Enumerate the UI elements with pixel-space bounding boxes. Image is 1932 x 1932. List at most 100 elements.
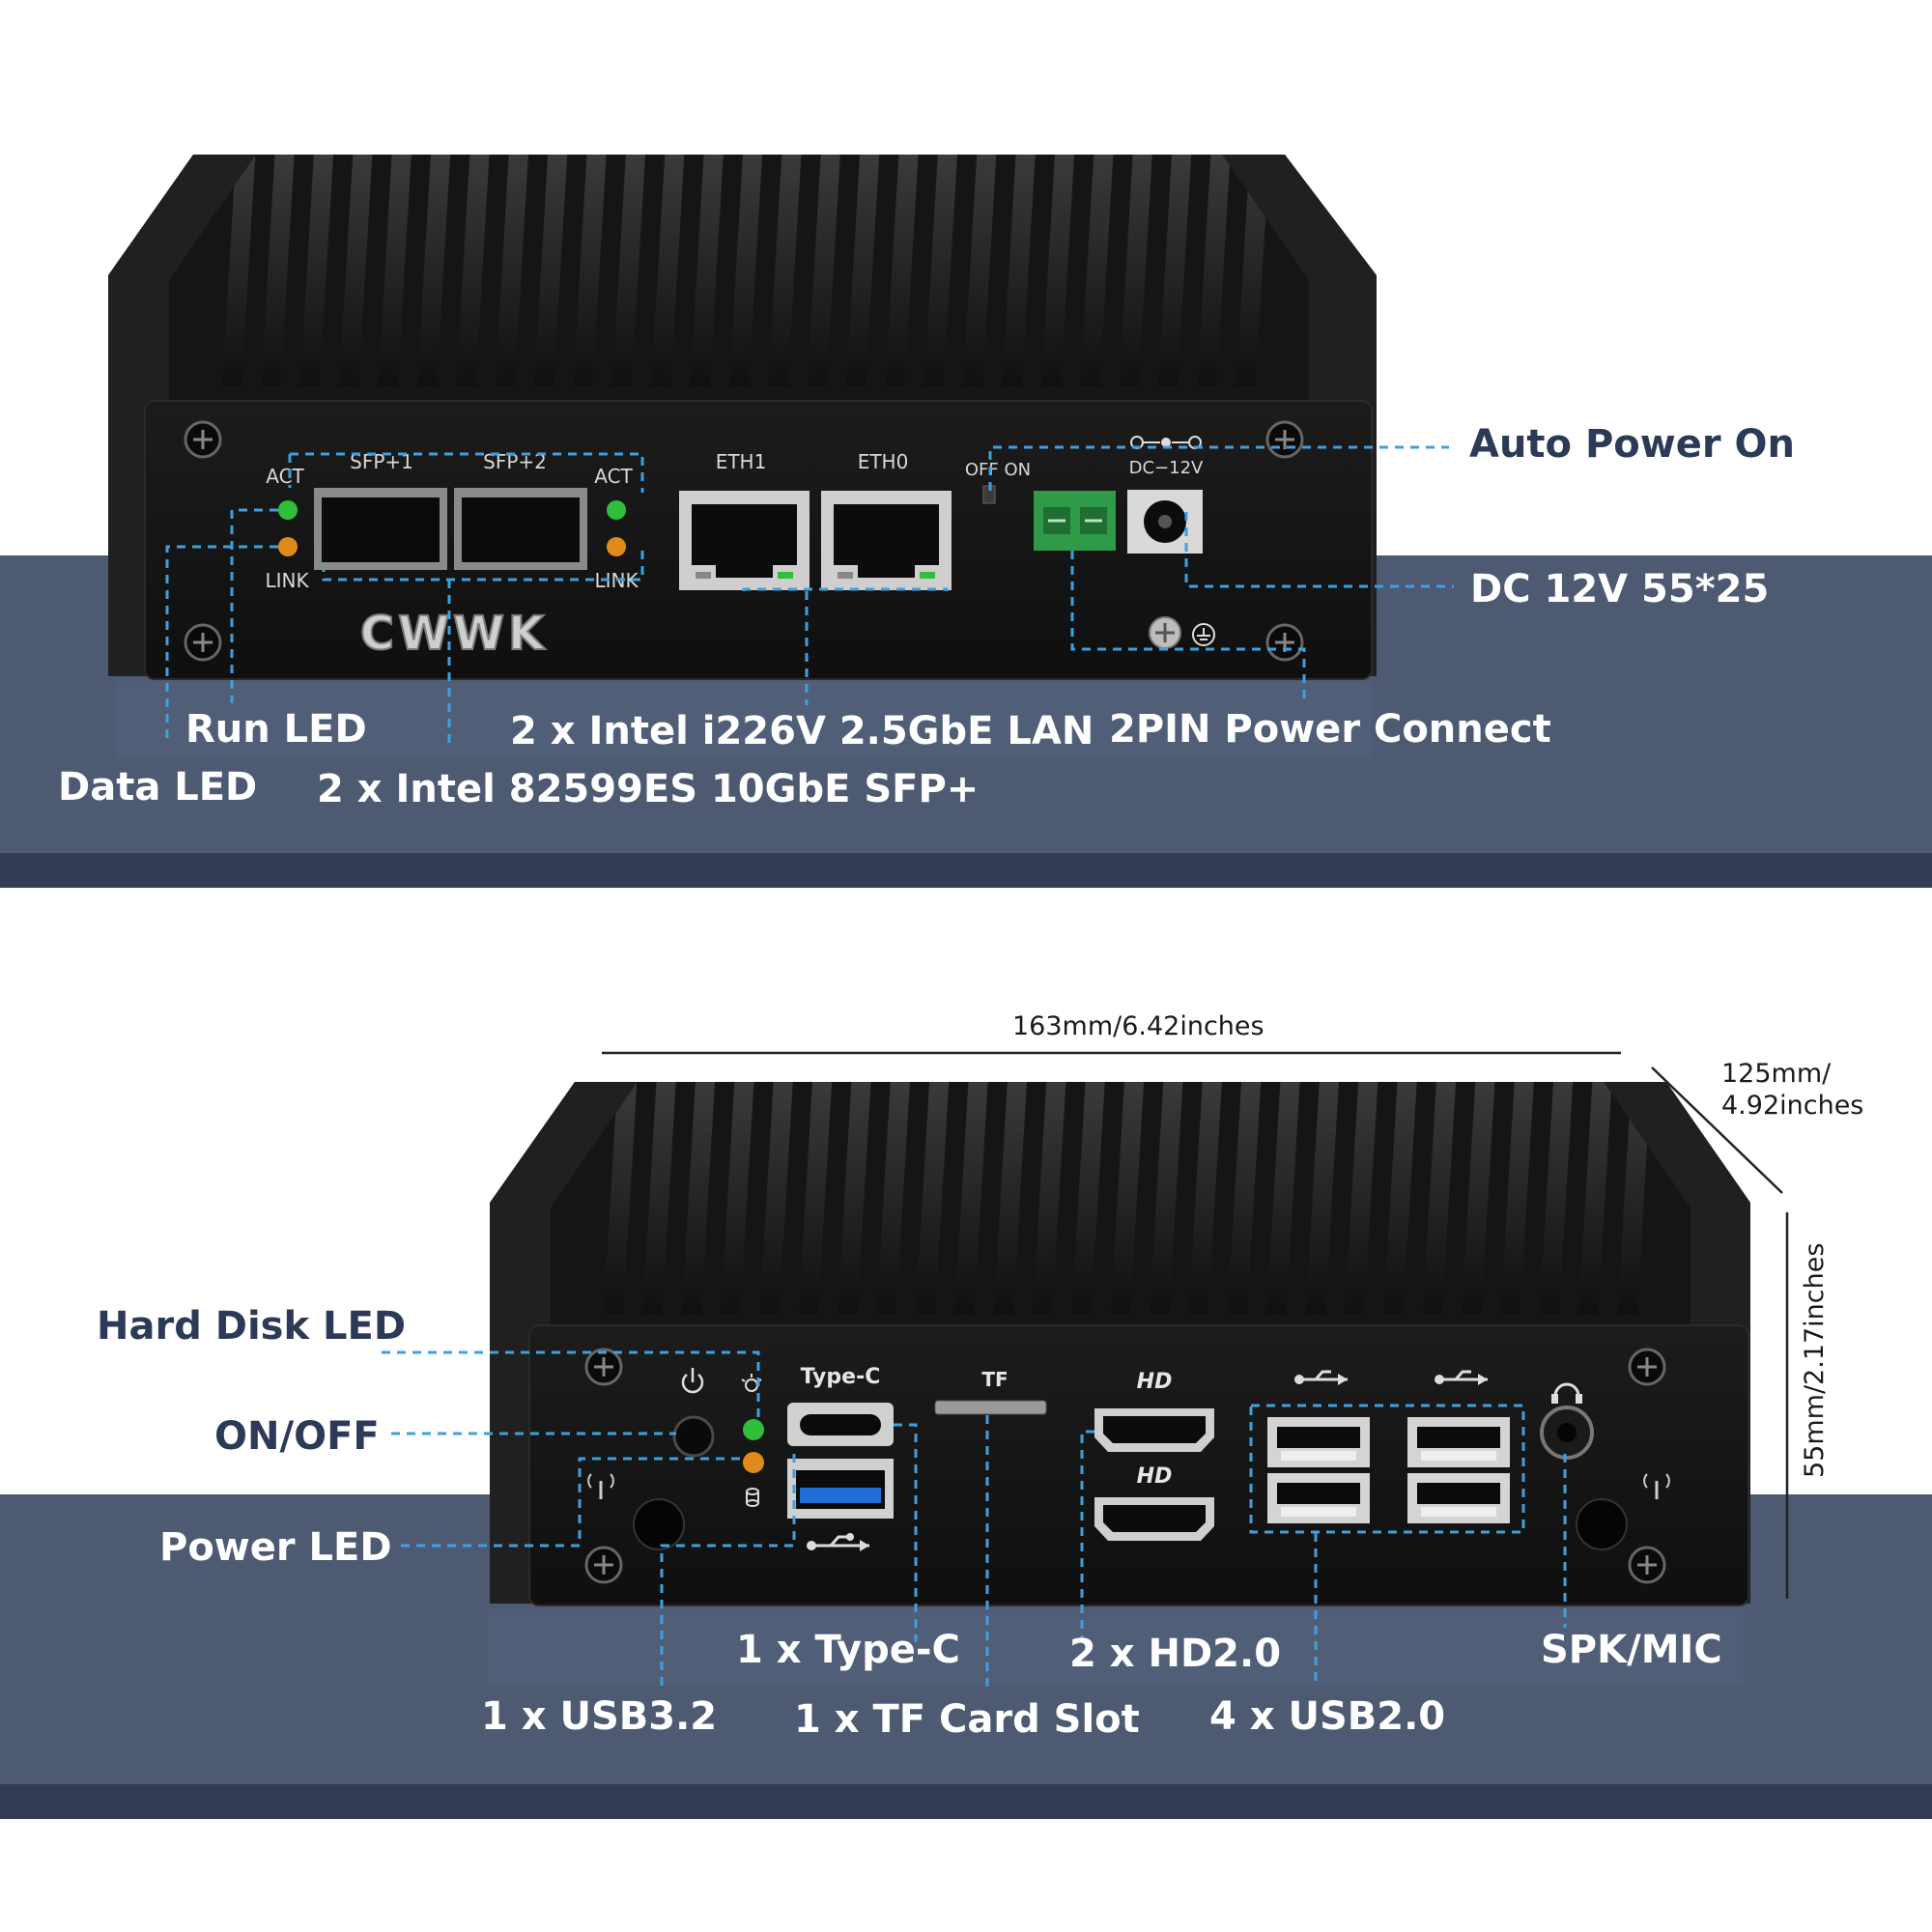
act-led-left [278,500,298,520]
heatsink-fin [495,155,528,386]
usb20-port-2[interactable] [1267,1473,1370,1523]
power-button[interactable] [672,1415,715,1458]
link-led-right [607,537,626,556]
heatsink-fin [1305,1082,1339,1314]
heatsink-fin [1071,1082,1105,1314]
heatsink-fin [807,155,840,386]
sfp-port-2[interactable] [454,488,587,570]
hd-port-1[interactable] [1094,1408,1214,1452]
heatsink-fin [681,1082,716,1314]
heatsink-fin [642,1082,676,1314]
heatsink-fin [533,155,568,386]
heatsink-fin [1080,155,1114,386]
eth0-label: ETH0 [858,450,909,473]
heatsink-fin [339,155,373,386]
ethernet-port-eth1[interactable] [679,491,810,590]
heatsink-fin [759,1082,793,1314]
dimension-width-label: 163mm/6.42inches [1012,1011,1264,1041]
off-on-label: OFF ON [965,460,1031,480]
usb20-port-3[interactable] [1407,1417,1510,1467]
usb20-port-1[interactable] [1267,1417,1370,1467]
link-led-left [278,537,298,556]
screw-icon [1628,1546,1666,1584]
headset-icon [1551,1382,1582,1404]
callout-sfp: 2 x Intel 82599ES 10GbE SFP+ [317,767,980,811]
heatsink-fin [261,155,295,386]
act-led-right [607,500,626,520]
callout-hd: 2 x HD2.0 [1069,1632,1282,1676]
heatsink-fin [378,155,412,386]
heatsink-fin [1345,1082,1378,1314]
type-c-label: Type-C [801,1365,881,1389]
bottom-leader-lines [382,1350,1567,1690]
two-pin-power-terminal[interactable] [1034,491,1116,551]
heatsink-fin [1500,1082,1534,1314]
dimension-lines [602,1051,1789,1599]
callout-data-led: Data LED [58,765,258,810]
heatsink-fin [1236,155,1269,386]
device-bottom: Type-C TF HD HD [488,1082,1750,1686]
heatsink-fins [222,155,1269,386]
heatsink-fin [1539,1082,1574,1314]
depth-dimension-line [1651,1066,1783,1194]
heatsink-fin [721,1082,754,1314]
left-side-block [490,1082,638,1604]
hd-port-2[interactable] [1094,1497,1214,1541]
dimension-depth-label-line2: 4.92inches [1721,1091,1864,1121]
dc-label: DC−12V [1129,458,1204,478]
polarity-icon [1130,436,1202,449]
heatsink-fin [690,155,724,386]
ethernet-port-eth0[interactable] [821,491,952,590]
callout-tf-slot: 1 x TF Card Slot [794,1697,1140,1742]
callout-hard-disk-led: Hard Disk LED [97,1304,407,1349]
heatsink-fin [838,1082,871,1314]
callout-on-off: ON/OFF [214,1414,380,1459]
heatsink-fin [456,155,490,386]
heatsink-fin [651,155,685,386]
heatsink-fin [845,155,880,386]
dimension-depth-label-line1: 125mm/ [1721,1059,1832,1089]
heatsink-fin [1617,1082,1651,1314]
tf-card-slot[interactable] [934,1400,1047,1415]
usb20-port-4[interactable] [1407,1473,1510,1523]
wifi-antenna-icon [1576,1473,1670,1550]
heatsink-fin [1033,1082,1066,1314]
heatsink-fins [604,1082,1651,1314]
callout-power-led: Power LED [159,1525,392,1570]
heatsink-fin [923,155,957,386]
heatsink-fin [611,155,646,386]
heatsink-fin [1462,1082,1495,1314]
callout-usb32: 1 x USB3.2 [481,1694,718,1739]
heatsink-fin [963,155,997,386]
usb-icon [1294,1370,1348,1385]
screw-icon [1628,1348,1666,1386]
sfp-port-1[interactable] [314,488,447,570]
dc-jack[interactable] [1127,490,1203,554]
heatsink-fin [954,1082,988,1314]
hard-disk-led [743,1452,764,1473]
usb-icon [1435,1370,1488,1385]
audio-jack[interactable] [1540,1406,1594,1460]
eth1-label: ETH1 [716,450,767,473]
heatsink-fin [915,1082,950,1314]
heatsink-fin [416,155,451,386]
heatsink-fin [1110,1082,1145,1314]
callout-usb20: 4 x USB2.0 [1209,1694,1446,1739]
heatsink-fin [728,155,763,386]
top-leader-lines [165,445,1454,744]
usb32-port[interactable] [787,1459,894,1519]
heatsink-fin [1157,155,1192,386]
type-c-port[interactable] [787,1403,894,1446]
brand-logo: CWWK [360,607,548,661]
heatsink-fin [299,155,334,386]
heatsink-fin [768,155,802,386]
power-symbol-icon [681,1368,704,1394]
power-led [743,1419,764,1440]
screw-icon [584,1348,623,1386]
heatsink-fin [222,155,256,386]
hard-disk-icon [746,1488,759,1507]
heatsink-fin [1422,1082,1457,1314]
callout-dc-12v: DC 12V 55*25 [1470,567,1770,611]
heatsink-fin [604,1082,638,1314]
